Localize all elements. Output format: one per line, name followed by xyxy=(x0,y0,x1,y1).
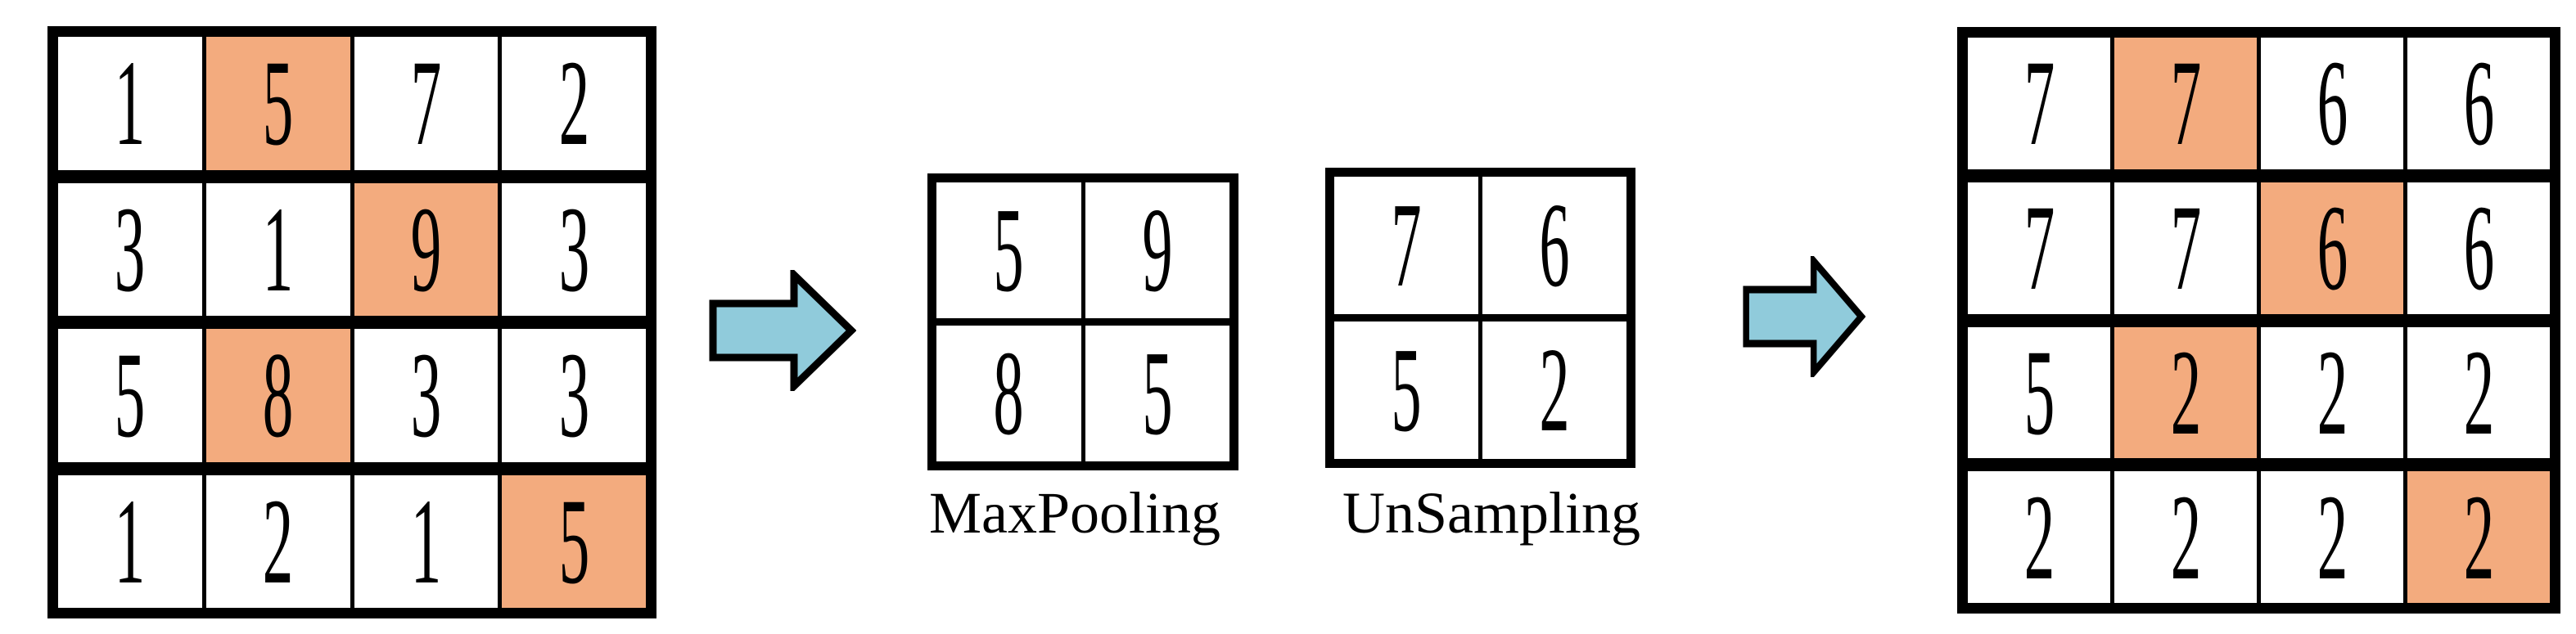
grid-cell-r1c3: 6 xyxy=(2407,182,2550,314)
cell-value: 6 xyxy=(2463,38,2494,169)
grid-cell-r2c3: 2 xyxy=(2407,326,2550,459)
grid-cell-r0c3: 6 xyxy=(2407,38,2550,169)
cell-value: 3 xyxy=(410,329,442,462)
cell-value: 5 xyxy=(262,37,294,170)
cell-value: 5 xyxy=(993,183,1024,317)
grid-cell-r1c1: 1 xyxy=(205,182,350,316)
cell-value: 1 xyxy=(115,474,146,608)
cell-value: 2 xyxy=(2170,471,2201,603)
cell-value: 2 xyxy=(2317,326,2348,459)
grid-cell-r0c0: 7 xyxy=(1334,177,1478,314)
grid-cell-r0c0: 5 xyxy=(936,182,1081,318)
cell-value: 2 xyxy=(1539,323,1570,457)
grid-cell-r0c1: 7 xyxy=(2114,38,2257,169)
cell-value: 3 xyxy=(558,329,589,462)
grid-cell-r1c0: 5 xyxy=(1334,321,1478,459)
grid-cell-r3c3: 5 xyxy=(502,474,646,608)
cell-value: 2 xyxy=(2170,326,2201,459)
cell-value: 2 xyxy=(2023,471,2055,603)
cell-value: 1 xyxy=(410,474,442,608)
cell-value: 8 xyxy=(262,329,294,462)
grid-cell-r2c0: 5 xyxy=(58,329,202,462)
grid-cell-r2c2: 3 xyxy=(354,329,499,462)
grid-cell-r3c2: 1 xyxy=(354,474,499,608)
grid-cell-r1c2: 9 xyxy=(354,182,499,316)
grid-cell-r1c3: 3 xyxy=(502,182,646,316)
right-arrow-icon xyxy=(709,270,856,391)
grid-cell-r3c2: 2 xyxy=(2261,471,2403,603)
grid-cell-r1c0: 3 xyxy=(58,182,202,316)
grid-cell-r2c1: 2 xyxy=(2114,326,2257,459)
grid-cell-r2c1: 8 xyxy=(205,329,350,462)
cell-value: 9 xyxy=(410,182,442,316)
grid-cell-r2c0: 5 xyxy=(1968,326,2110,459)
grid-cell-r0c0: 1 xyxy=(58,37,202,170)
cell-value: 2 xyxy=(262,474,294,608)
cell-value: 1 xyxy=(262,182,294,316)
cell-value: 7 xyxy=(2023,38,2055,169)
cell-value: 5 xyxy=(2023,326,2055,459)
grid-cell-r0c1: 9 xyxy=(1085,182,1229,318)
arrow-shape xyxy=(709,270,856,391)
grid-cell-r1c2: 6 xyxy=(2261,182,2403,314)
cell-value: 7 xyxy=(410,37,442,170)
grid-cell-r0c0: 7 xyxy=(1968,38,2110,169)
cell-value: 2 xyxy=(2317,471,2348,603)
cell-value: 3 xyxy=(558,182,589,316)
grid-cell-r0c1: 5 xyxy=(205,37,350,170)
maxpooling-label: MaxPooling xyxy=(928,480,1221,546)
grid-cell-r1c1: 5 xyxy=(1085,326,1229,461)
grid-cell-r0c3: 2 xyxy=(502,37,646,170)
cell-value: 5 xyxy=(115,329,146,462)
cell-value: 5 xyxy=(1391,323,1422,457)
cell-value: 7 xyxy=(2170,38,2201,169)
cell-value: 7 xyxy=(2170,182,2201,314)
cell-value: 5 xyxy=(1142,326,1173,461)
grid-cell-r1c0: 8 xyxy=(936,326,1081,461)
cell-value: 2 xyxy=(558,37,589,170)
grid-cell-r3c0: 1 xyxy=(58,474,202,608)
grid-cell-r3c1: 2 xyxy=(2114,471,2257,603)
grid-cell-r2c3: 3 xyxy=(502,329,646,462)
cell-value: 3 xyxy=(115,182,146,316)
cell-value: 7 xyxy=(2023,182,2055,314)
grid-cell-r3c0: 2 xyxy=(1968,471,2110,603)
grid-cell-r0c2: 6 xyxy=(2261,38,2403,169)
grid-cell-r0c1: 6 xyxy=(1482,177,1626,314)
cell-value: 7 xyxy=(1391,178,1422,313)
cell-value: 6 xyxy=(2463,182,2494,314)
grid-cell-r2c2: 2 xyxy=(2261,326,2403,459)
grid-cell-r3c1: 2 xyxy=(205,474,350,608)
grid-cell-r1c1: 2 xyxy=(1482,321,1626,459)
cell-value: 2 xyxy=(2463,471,2494,603)
cell-value: 1 xyxy=(115,37,146,170)
cell-value: 6 xyxy=(2317,38,2348,169)
unsampling-label: UnSampling xyxy=(1342,480,1640,546)
grid-cell-r3c3: 2 xyxy=(2407,471,2550,603)
right-arrow-icon xyxy=(1743,256,1865,377)
cell-value: 6 xyxy=(2317,182,2348,314)
grid-cell-r1c1: 7 xyxy=(2114,182,2257,314)
grid-cell-r0c2: 7 xyxy=(354,37,499,170)
cell-value: 6 xyxy=(1539,178,1570,313)
cell-value: 5 xyxy=(558,474,589,608)
cell-value: 9 xyxy=(1142,183,1173,317)
arrow-shape xyxy=(1743,256,1865,377)
grid-cell-r1c0: 7 xyxy=(1968,182,2110,314)
cell-value: 2 xyxy=(2463,326,2494,459)
cell-value: 8 xyxy=(993,326,1024,461)
